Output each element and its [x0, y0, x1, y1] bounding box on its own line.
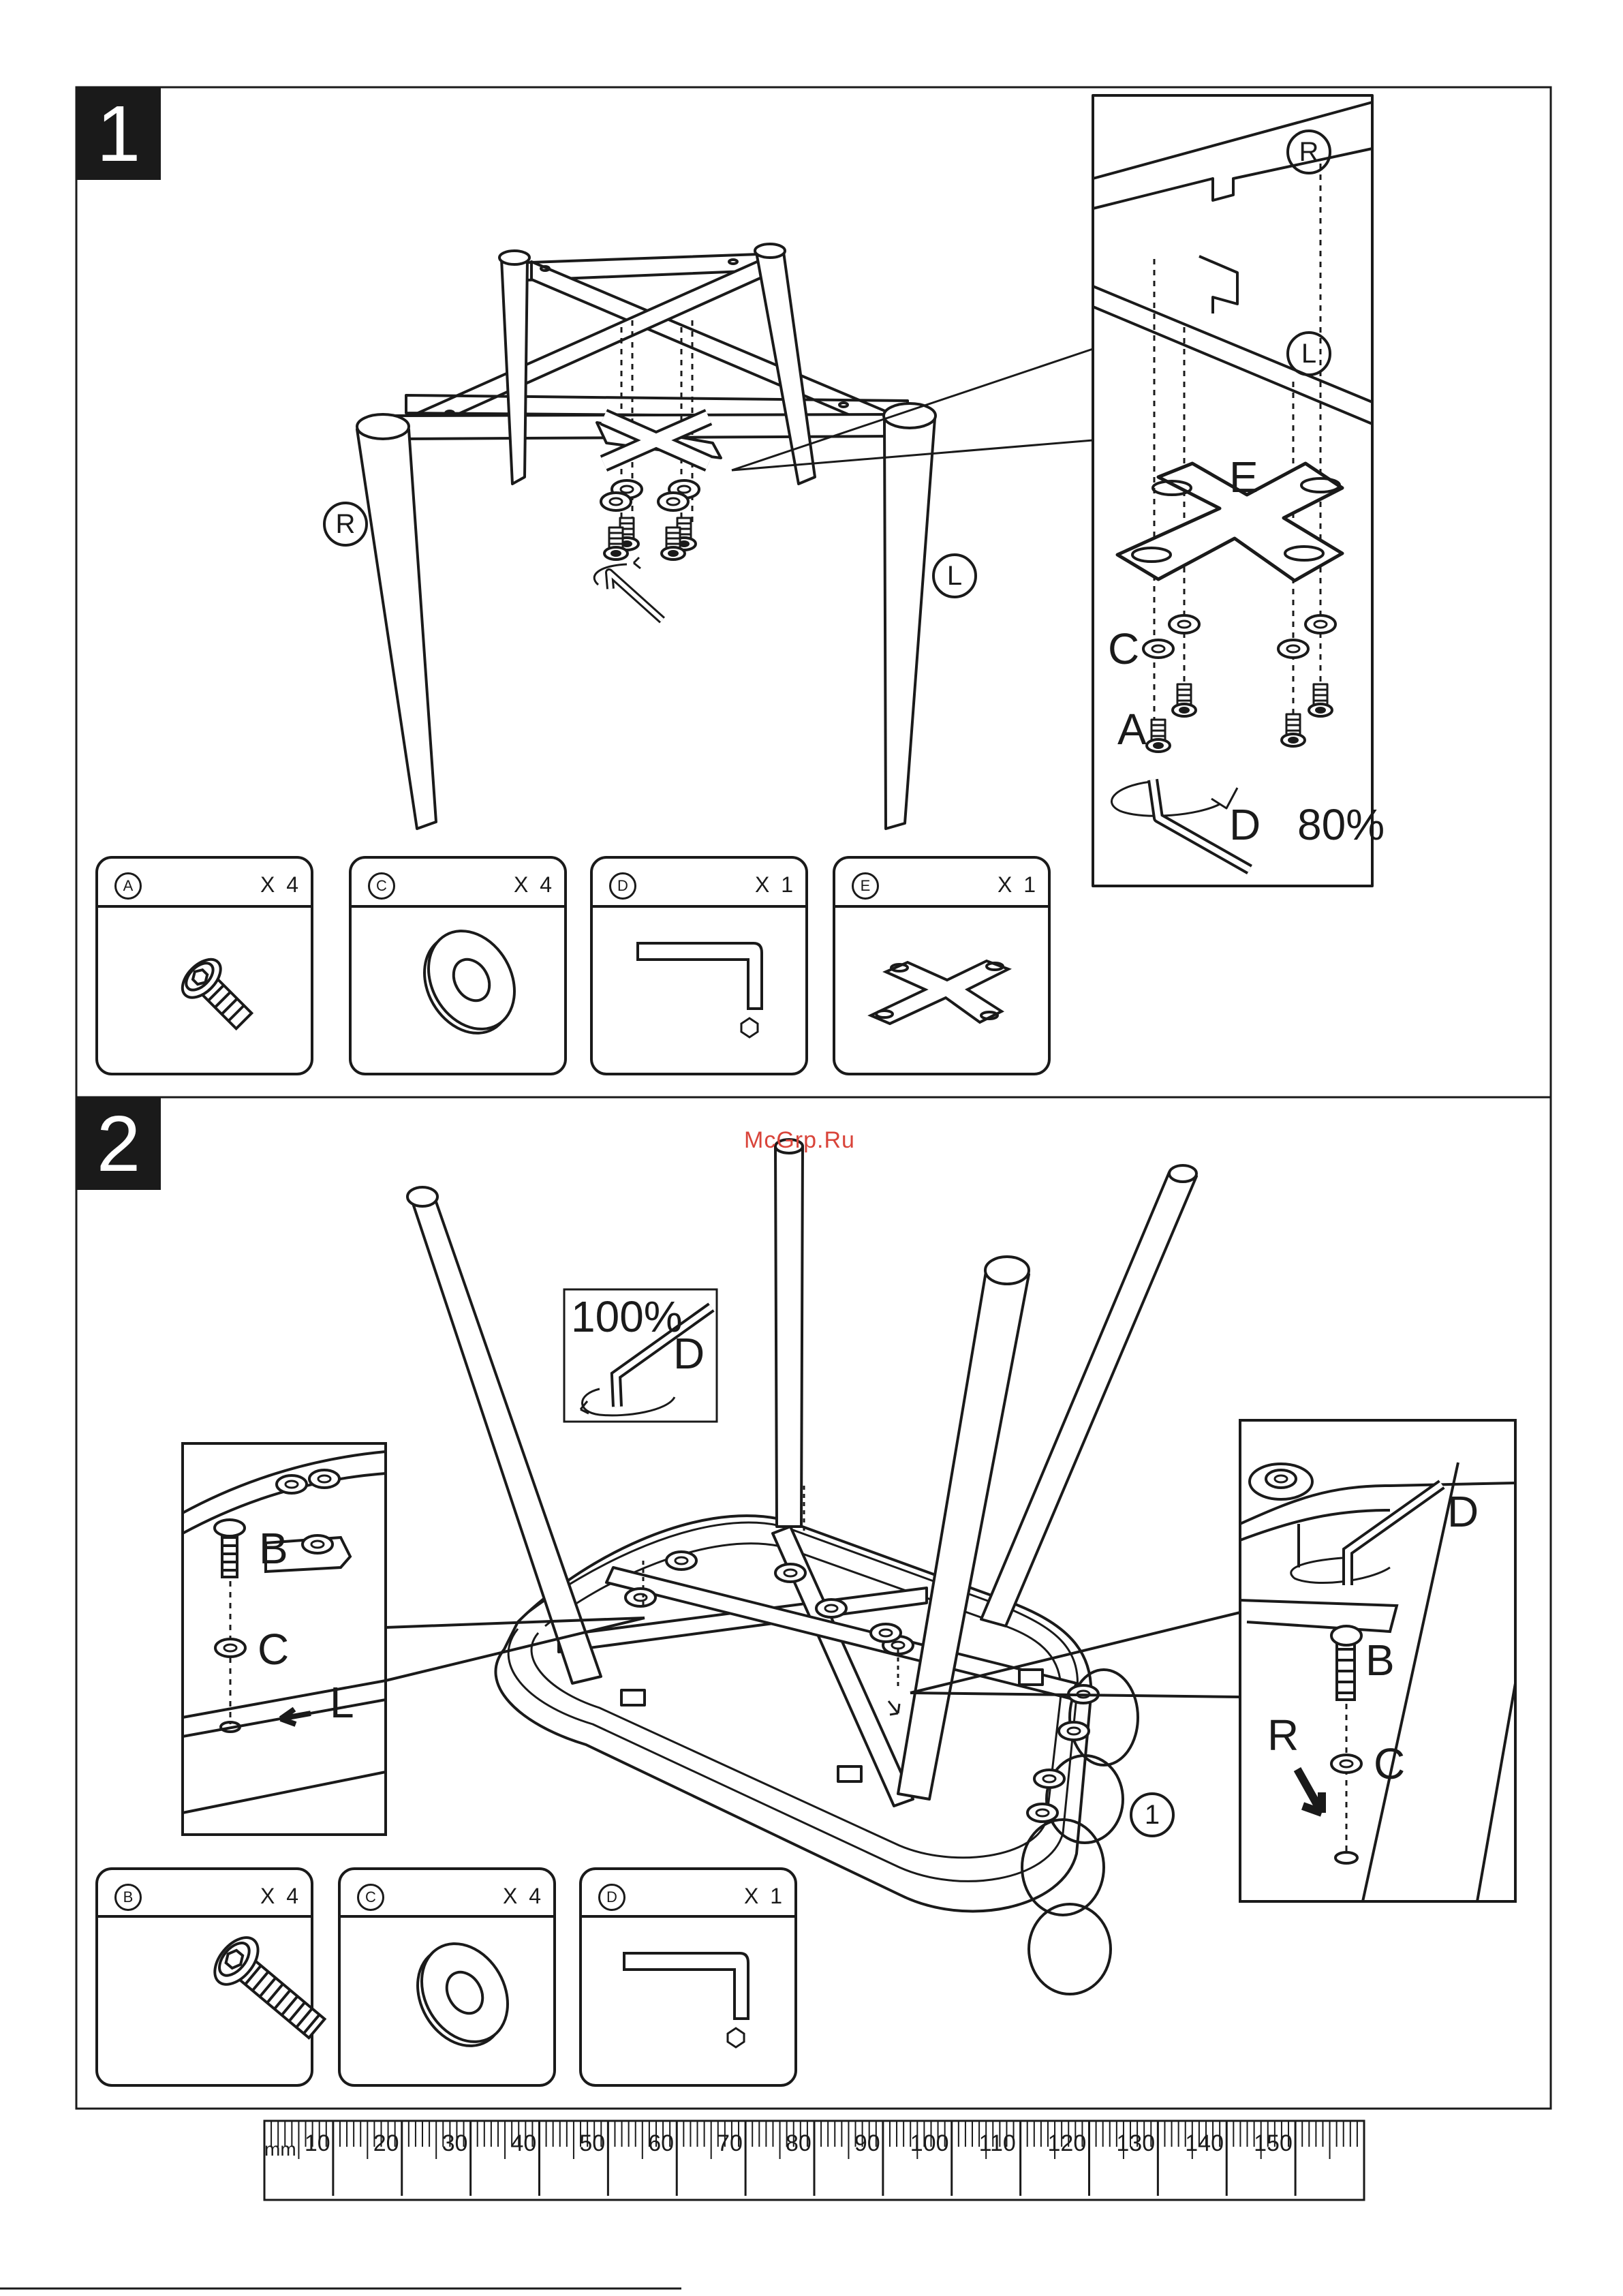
part-box-d: D X 1: [591, 857, 807, 1074]
detail-left-side-marker: L: [1286, 331, 1331, 376]
ruler-number: 30: [442, 2132, 468, 2155]
part-qty-c2: X 4: [503, 1885, 544, 1907]
seat-part-number: 1: [1145, 1801, 1160, 1828]
step1-left-side-marker: L: [932, 553, 977, 598]
right-detail-label-d: D: [1447, 1490, 1479, 1533]
part-letter-c: C: [368, 872, 395, 900]
part-letter-d2-text: D: [606, 1890, 617, 1905]
detail-left-side-letter: L: [1301, 340, 1316, 367]
detail-label-a: A: [1117, 707, 1147, 751]
left-detail-label-b: B: [259, 1527, 288, 1570]
part-letter-c2: C: [357, 1884, 384, 1911]
part-qty-a: X 4: [260, 874, 301, 896]
right-detail-label-c: C: [1374, 1742, 1405, 1786]
ruler-number: 110: [979, 2132, 1016, 2155]
step1-frame-drawing: [357, 244, 1093, 829]
detail-label-e: E: [1229, 455, 1258, 499]
part-letter-d2: D: [598, 1884, 625, 1911]
part-qty-c: X 4: [514, 874, 555, 896]
ruler-number: 10: [305, 2132, 330, 2155]
ruler-number: 130: [1116, 2132, 1155, 2155]
part-box-d2: D X 1: [581, 1869, 796, 2085]
part-letter-e: E: [852, 872, 879, 900]
tighten-100-label: 100%: [571, 1295, 683, 1338]
left-detail-label-c: C: [258, 1627, 289, 1671]
left-detail-label-l: L: [330, 1681, 354, 1724]
step-2-tab: 2: [76, 1097, 161, 1190]
part-qty-b: X 4: [260, 1885, 301, 1907]
part-letter-a-text: A: [123, 878, 134, 893]
step1-right-side-marker: R: [323, 502, 368, 547]
part-qty-d: X 1: [755, 874, 796, 896]
part-letter-e-text: E: [861, 878, 871, 893]
detail-right-side-marker: R: [1286, 129, 1331, 174]
step1-left-side-letter: L: [947, 562, 962, 590]
part-qty-d2: X 1: [744, 1885, 785, 1907]
ruler-number: 70: [717, 2132, 743, 2155]
seat-part-marker: 1: [1130, 1792, 1175, 1837]
ruler-unit: mm: [264, 2140, 296, 2159]
ruler-number: 20: [373, 2132, 399, 2155]
part-letter-b-text: B: [123, 1890, 134, 1905]
ruler-number: 140: [1185, 2132, 1224, 2155]
part-letter-a: A: [114, 872, 142, 900]
part-box-e: E X 1: [834, 857, 1049, 1074]
ruler-number: 40: [511, 2132, 537, 2155]
ruler-number: 120: [1048, 2132, 1087, 2155]
right-detail-label-b: B: [1365, 1638, 1395, 1682]
step-1-tab: 1: [76, 87, 161, 180]
part-box-c2: C X 4: [339, 1869, 555, 2085]
step-2-number: 2: [97, 1104, 141, 1183]
part-letter-c-text: C: [376, 878, 387, 893]
detail-label-c: C: [1108, 627, 1139, 671]
part-letter-b: B: [114, 1884, 142, 1911]
ruler-number: 80: [786, 2132, 812, 2155]
tighten-80-label: 80%: [1297, 803, 1385, 846]
part-qty-e: X 1: [998, 874, 1038, 896]
right-detail-label-r: R: [1267, 1713, 1299, 1757]
part-letter-c2-text: C: [365, 1890, 376, 1905]
ruler-number: 50: [579, 2132, 605, 2155]
step2-chair-drawing: [386, 1139, 1240, 1994]
detail-label-d: D: [1229, 803, 1261, 846]
part-letter-d-text: D: [617, 878, 628, 893]
part-box-c: C X 4: [350, 857, 566, 1074]
inset-label-d: D: [673, 1332, 705, 1375]
detail-right-side-letter: R: [1299, 138, 1319, 166]
step1-right-side-letter: R: [336, 510, 356, 538]
step-1-number: 1: [97, 94, 141, 173]
ruler-number: 60: [648, 2132, 674, 2155]
ruler-number: 100: [910, 2132, 949, 2155]
watermark: McGrp.Ru: [744, 1129, 855, 1152]
ruler-number: 90: [854, 2132, 880, 2155]
part-box-a: A X 4: [97, 857, 312, 1074]
part-box-b: B X 4: [97, 1869, 312, 2085]
part-letter-d: D: [609, 872, 636, 900]
ruler-number: 150: [1254, 2132, 1293, 2155]
